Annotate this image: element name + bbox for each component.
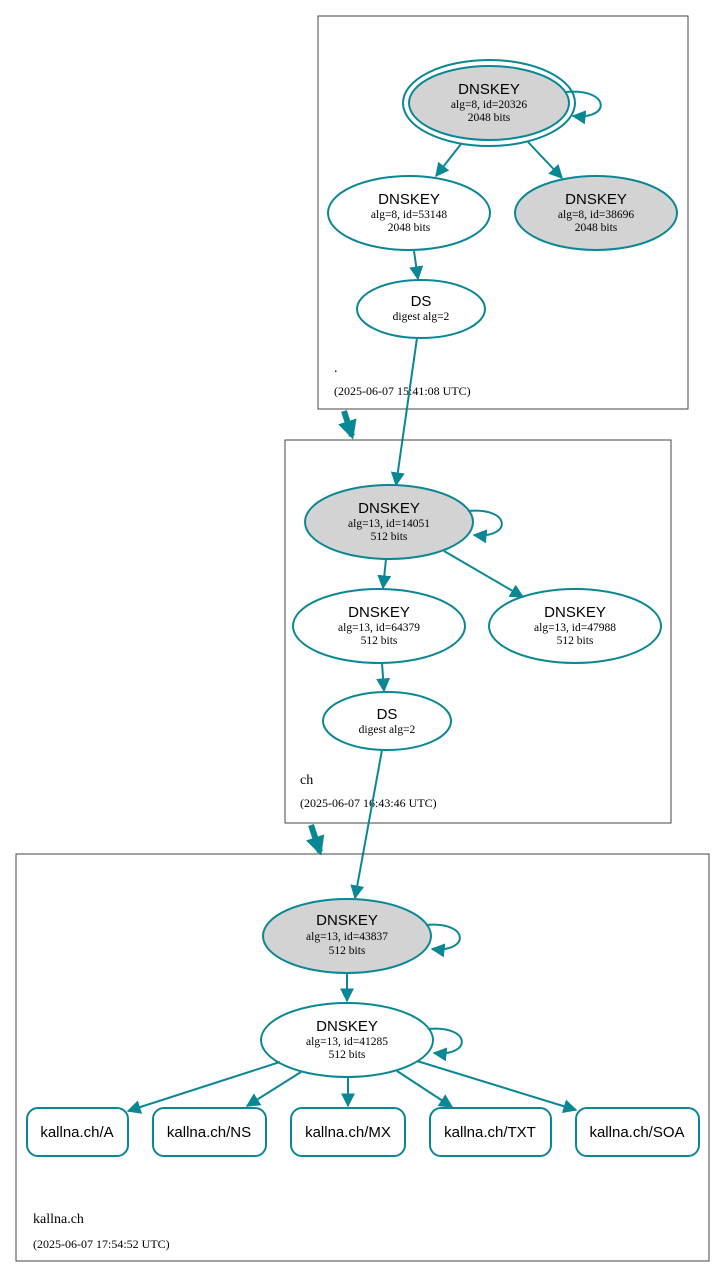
rrset-node-soa[interactable]: kallna.ch/SOA [575,1107,700,1157]
rrset-label: kallna.ch/SOA [589,1124,684,1141]
zone-root-timestamp: (2025-06-07 15:41:08 UTC) [334,384,471,398]
dnskey-node-kallna-43837[interactable]: DNSKEY alg=13, id=43837 512 bits [262,898,432,974]
self-loop-edge [565,90,602,125]
node-title: DNSKEY [458,81,520,98]
edge-14051-47988 [443,550,525,598]
node-alg-id: alg=13, id=41285 [306,1036,388,1048]
zone-kallna-box [15,853,710,1262]
dnskey-node-ch-64379[interactable]: DNSKEY alg=13, id=64379 512 bits [292,588,466,664]
node-title: DS [377,706,398,723]
node-alg-id: alg=13, id=43837 [306,931,388,943]
delegation-arrow-ch-kallna [306,824,325,856]
rrset-node-a[interactable]: kallna.ch/A [26,1107,129,1157]
edge-20326-38696 [527,141,563,180]
zone-ch-name: ch [300,773,313,788]
node-alg-id: alg=13, id=14051 [348,518,430,530]
edge-14051-64379 [377,558,392,590]
node-bits: 2048 bits [575,222,618,234]
ds-node-root[interactable]: DS digest alg=2 [356,279,486,339]
delegation-arrow-root-ch [338,410,357,440]
zone-kallna-timestamp: (2025-06-07 17:54:52 UTC) [33,1237,170,1251]
edge-53148-ds [409,250,424,281]
node-bits: 512 bits [329,945,366,957]
edge-zsk-ns [245,1071,302,1107]
edge-20326-53148 [435,143,462,178]
node-title: DNSKEY [316,1018,378,1035]
node-alg-id: alg=13, id=64379 [338,622,420,634]
zone-ch: ch (2025-06-07 16:43:46 UTC) DNSKEY alg=… [284,439,672,824]
node-title: DNSKEY [316,912,378,929]
dnskey-node-ch-14051[interactable]: DNSKEY alg=13, id=14051 512 bits [304,484,474,560]
node-alg-id: alg=13, id=47988 [534,622,616,634]
edge-zsk-soa [416,1060,578,1113]
zone-root-box [317,15,689,410]
self-loop-edge [467,509,503,544]
rrset-node-ns[interactable]: kallna.ch/NS [152,1107,267,1157]
zone-ch-box [284,439,672,824]
rrset-label: kallna.ch/A [40,1124,113,1141]
edge-64379-ds [376,662,391,693]
self-loop-edge [425,923,461,958]
rrset-label: kallna.ch/NS [167,1124,251,1141]
dnskey-node-ch-47988[interactable]: DNSKEY alg=13, id=47988 512 bits [488,588,662,664]
node-digest: digest alg=2 [393,311,450,323]
rrset-label: kallna.ch/MX [305,1124,391,1141]
edge-zsk-txt [396,1070,454,1108]
rrset-label: kallna.ch/TXT [444,1124,536,1141]
node-bits: 512 bits [361,635,398,647]
zone-ch-timestamp: (2025-06-07 16:43:46 UTC) [300,796,437,810]
node-title: DNSKEY [358,500,420,517]
zone-root-name: . [334,361,338,376]
node-alg-id: alg=8, id=38696 [558,209,634,221]
dnskey-node-root-38696[interactable]: DNSKEY alg=8, id=38696 2048 bits [514,175,678,251]
edge-ch-ds-kallna-ksk [350,749,383,900]
node-title: DNSKEY [378,191,440,208]
dnskey-node-root-20326[interactable]: DNSKEY alg=8, id=20326 2048 bits [402,59,576,147]
zone-kallna-name: kallna.ch [33,1212,84,1227]
node-bits: 2048 bits [468,112,511,124]
node-bits: 512 bits [329,1049,366,1061]
node-title: DS [411,293,432,310]
ds-node-ch[interactable]: DS digest alg=2 [322,691,452,751]
node-title: DNSKEY [348,604,410,621]
rrset-node-mx[interactable]: kallna.ch/MX [290,1107,406,1157]
self-loop-edge [427,1027,463,1062]
node-digest: digest alg=2 [359,724,416,736]
node-alg-id: alg=8, id=53148 [371,209,447,221]
node-title: DNSKEY [544,604,606,621]
node-alg-id: alg=8, id=20326 [451,99,527,111]
node-title: DNSKEY [565,191,627,208]
dnskey-node-kallna-41285[interactable]: DNSKEY alg=13, id=41285 512 bits [260,1002,434,1078]
node-bits: 2048 bits [388,222,431,234]
zone-kallna: kallna.ch (2025-06-07 17:54:52 UTC) DNSK… [15,853,710,1262]
rrset-node-txt[interactable]: kallna.ch/TXT [429,1107,552,1157]
node-bits: 512 bits [557,635,594,647]
zone-root: . (2025-06-07 15:41:08 UTC) DNSKEY alg=8… [317,15,689,410]
dnskey-node-root-53148[interactable]: DNSKEY alg=8, id=53148 2048 bits [327,175,491,251]
edge-zsk-a [126,1061,281,1114]
node-bits: 512 bits [371,531,408,543]
edge-root-ds-ch-ksk [390,337,418,487]
